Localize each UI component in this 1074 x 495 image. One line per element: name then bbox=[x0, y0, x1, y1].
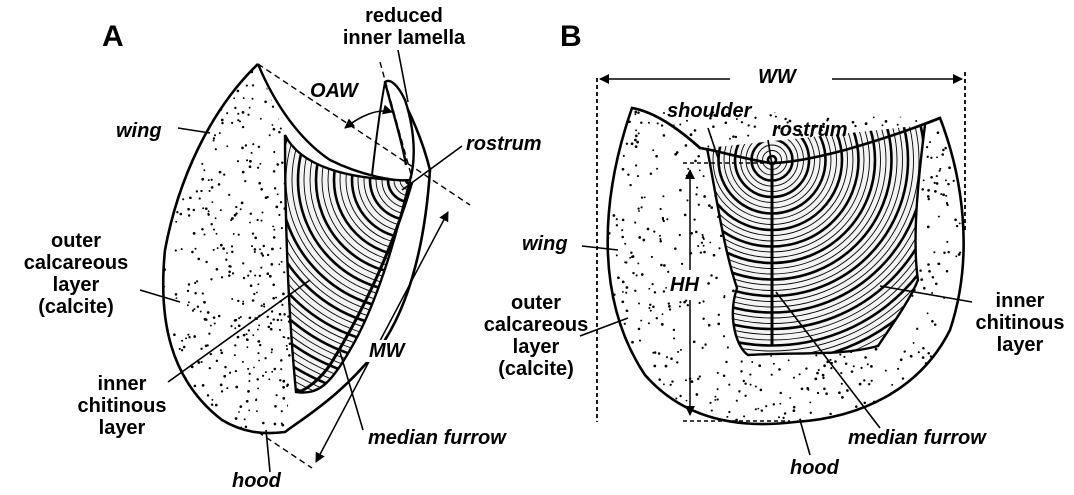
panel-b-rostrum-label: rostrum bbox=[772, 119, 848, 141]
panel-a-drawing bbox=[140, 0, 672, 472]
panel-b-wing-label: wing bbox=[522, 233, 568, 255]
panel-a-label: A bbox=[102, 22, 124, 52]
panel-b-inner-layer-label: inner chitinous layer bbox=[976, 290, 1065, 356]
panel-a-wing-label: wing bbox=[116, 120, 162, 142]
oaw-label: OAW bbox=[310, 80, 358, 102]
panel-a-rostrum-label: rostrum bbox=[466, 133, 542, 155]
panel-b-hood-label: hood bbox=[790, 457, 839, 479]
reduced-inner-lamella-label: reduced inner lamella bbox=[343, 5, 465, 49]
panel-b-median-furrow-label: median furrow bbox=[848, 427, 986, 449]
panel-a-outer-layer-label: outer calcareous layer (calcite) bbox=[24, 230, 129, 318]
panel-b-label: B bbox=[560, 22, 582, 52]
panel-a-median-furrow-label: median furrow bbox=[368, 427, 506, 449]
panel-b-outer-layer-label: outer calcareous layer (calcite) bbox=[484, 292, 589, 380]
ww-label: WW bbox=[755, 66, 799, 88]
panel-a-inner-layer-label: inner chitinous layer bbox=[78, 373, 167, 439]
mw-label: MW bbox=[366, 340, 408, 362]
shoulder-label: shoulder bbox=[667, 100, 751, 122]
hh-label: HH bbox=[667, 274, 702, 296]
panel-a-hood-label: hood bbox=[232, 470, 281, 492]
